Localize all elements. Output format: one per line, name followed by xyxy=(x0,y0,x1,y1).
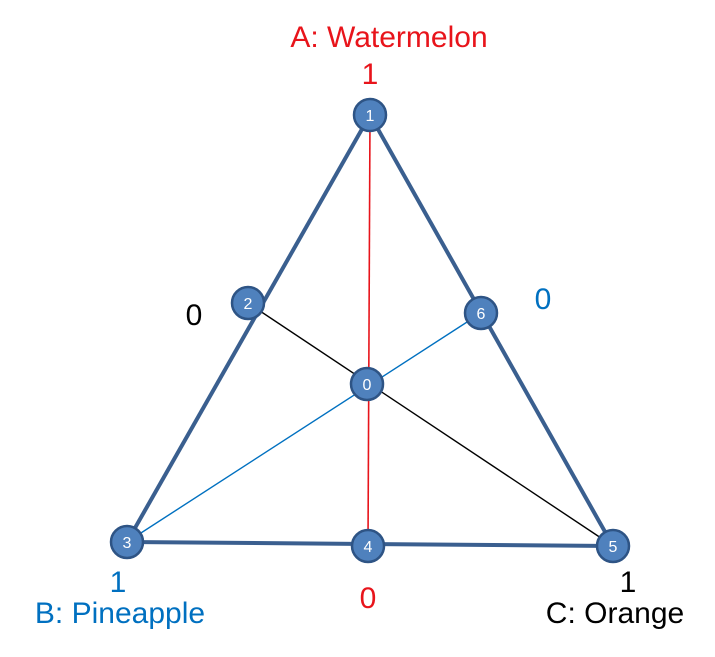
node-6-label: 6 xyxy=(477,306,486,323)
vertex-b-name: B: Pineapple xyxy=(35,597,205,630)
median-a-red xyxy=(367,114,371,547)
median-b-blue xyxy=(126,312,482,543)
node-2: 2 xyxy=(230,285,266,321)
vertex-b-value: 1 xyxy=(110,566,127,599)
zero-label-c: 0 xyxy=(186,299,203,332)
node-4-label: 4 xyxy=(364,539,373,556)
node-0-label: 0 xyxy=(363,377,372,394)
node-1: 1 xyxy=(352,97,388,133)
node-5-label: 5 xyxy=(609,539,618,556)
node-1-label: 1 xyxy=(366,108,375,125)
node-2-label: 2 xyxy=(244,296,253,313)
node-6: 6 xyxy=(463,295,499,331)
zero-label-a: 0 xyxy=(360,582,377,615)
node-5: 5 xyxy=(595,528,631,564)
vertex-c-value: 1 xyxy=(620,566,637,599)
median-c-black xyxy=(247,302,614,547)
vertex-a-value: 1 xyxy=(362,58,379,91)
vertex-a-name: A: Watermelon xyxy=(290,21,487,54)
zero-label-b: 0 xyxy=(535,283,552,316)
node-0: 0 xyxy=(349,366,385,402)
edge-1-3 xyxy=(125,114,372,543)
node-3: 3 xyxy=(109,524,145,560)
vertex-c-name: C: Orange xyxy=(546,597,684,630)
edge-1-5 xyxy=(368,114,615,547)
node-3-label: 3 xyxy=(123,535,132,552)
node-4: 4 xyxy=(350,528,386,564)
